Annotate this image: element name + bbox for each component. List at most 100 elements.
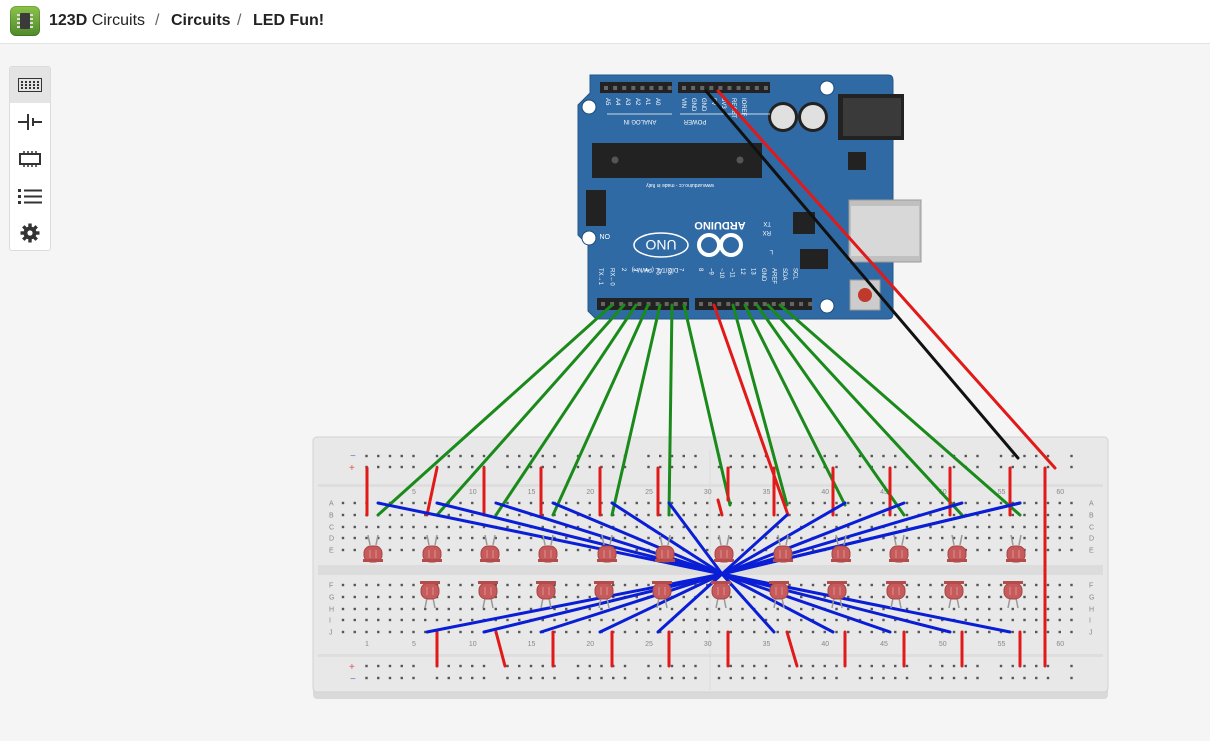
pin-label: SDA	[781, 268, 787, 280]
wire	[778, 303, 1022, 517]
on-led-label: ON	[600, 232, 611, 239]
row-letter: J	[1089, 630, 1093, 637]
led	[1006, 534, 1026, 563]
power-label: POWER	[683, 118, 706, 124]
leds[interactable]	[363, 534, 1026, 609]
pin-label: 12	[739, 268, 745, 275]
app-logo-icon[interactable]	[10, 6, 40, 36]
parts-list-button[interactable]	[10, 178, 50, 214]
wire	[539, 572, 724, 634]
column-number: 20	[586, 489, 594, 496]
led	[480, 534, 500, 563]
breadcrumb-separator: /	[155, 12, 160, 29]
led	[597, 534, 617, 563]
wire	[494, 501, 724, 576]
breadcrumb-app[interactable]: 123D Circuits	[49, 12, 146, 29]
settings-icon	[20, 223, 40, 243]
wire	[755, 303, 906, 517]
arduino-uno-board[interactable]: UNO ARDUINO ON TX RX L ANALOG IN POWER D…	[577, 74, 922, 320]
led	[944, 581, 964, 609]
code-editor-button[interactable]	[10, 141, 50, 177]
pin-label: SCL	[792, 268, 798, 280]
wire	[743, 303, 847, 507]
row-letter: D	[1089, 536, 1094, 543]
wire	[720, 501, 964, 576]
l-led-label: L	[769, 248, 773, 254]
pin-label: A2	[634, 98, 640, 106]
row-letter: B	[329, 513, 334, 520]
pin-label: 3V3	[720, 98, 726, 109]
pin-label: RX←0	[609, 268, 615, 286]
wire	[425, 572, 724, 634]
pin-label: AREF	[771, 268, 777, 284]
wire	[720, 513, 789, 576]
wire	[610, 303, 662, 517]
column-number: 55	[998, 641, 1006, 648]
column-number: 30	[704, 641, 712, 648]
tool-panel	[9, 66, 51, 251]
row-letter: G	[329, 595, 334, 602]
column-number: 5	[412, 489, 416, 496]
breadcrumb-section[interactable]: Circuits	[171, 12, 231, 29]
pin-label: TX→1	[597, 268, 603, 286]
pin-label: A4	[614, 98, 620, 106]
wire	[712, 303, 790, 517]
led	[594, 581, 614, 609]
pin-label: VIN	[680, 98, 686, 108]
wire	[425, 466, 439, 517]
pin-label: 2	[620, 268, 626, 272]
wire	[785, 630, 799, 668]
circuit-canvas[interactable]: 1155101015152020252530303535404045455050…	[0, 45, 1210, 741]
rail-plus-label: +	[349, 662, 355, 673]
row-letter: H	[1089, 607, 1094, 614]
components-button[interactable]	[10, 104, 50, 140]
wire	[731, 303, 789, 507]
row-letter: D	[329, 536, 334, 543]
arduino-brand-label: ARDUINO	[694, 219, 746, 231]
led	[947, 534, 967, 563]
code-editor-icon	[19, 151, 41, 167]
wire	[720, 501, 1022, 576]
pin-label: 5V	[710, 98, 716, 105]
column-number: 60	[1056, 489, 1064, 496]
row-letter: G	[1089, 595, 1094, 602]
led	[889, 534, 909, 563]
column-number: 50	[939, 641, 947, 648]
wire	[716, 89, 1057, 470]
wire	[551, 303, 650, 517]
led	[773, 534, 793, 563]
row-letter: E	[1089, 548, 1094, 555]
column-number: 5	[412, 641, 416, 648]
row-letter: C	[1089, 525, 1094, 532]
column-number: 45	[880, 489, 888, 496]
wire	[667, 501, 724, 576]
rx-label: RX	[763, 229, 771, 235]
pin-label: IOREF	[740, 98, 746, 117]
wire	[667, 303, 674, 517]
wire	[435, 303, 626, 517]
row-letter: C	[329, 525, 334, 532]
row-letter: A	[329, 501, 334, 508]
column-number: 55	[998, 489, 1006, 496]
led	[655, 534, 675, 563]
wire	[598, 572, 724, 634]
breadboard-view-button[interactable]	[10, 67, 50, 103]
settings-button[interactable]	[10, 215, 50, 251]
led	[363, 534, 383, 563]
wires[interactable]	[365, 89, 1057, 668]
wire	[682, 303, 732, 507]
pin-label: ~10	[718, 268, 724, 279]
row-letter: H	[329, 607, 334, 614]
pin-label: A0	[654, 98, 660, 106]
column-number: 25	[645, 489, 653, 496]
wire	[482, 572, 724, 634]
wire	[716, 498, 724, 517]
pin-label: ~5	[655, 268, 661, 276]
pin-label: 13	[750, 268, 756, 275]
breadboard-view-icon	[18, 78, 42, 92]
row-letter: F	[1089, 583, 1093, 590]
row-letter: J	[329, 630, 333, 637]
wire	[610, 501, 724, 576]
pin-label: 8	[697, 268, 703, 272]
column-number: 15	[528, 641, 536, 648]
